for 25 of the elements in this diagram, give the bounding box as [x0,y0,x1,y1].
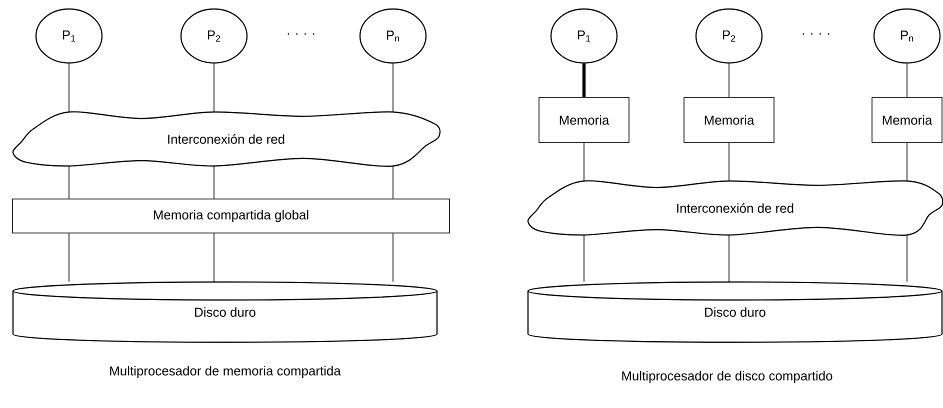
network-cloud: Interconexión de red [527,180,943,236]
connector-line [728,234,730,282]
disk-cylinder: Disco duro [12,281,438,343]
memory-box: Memoria [684,97,774,143]
connector-line [392,166,394,199]
disk-cylinder: Disco duro [527,281,943,343]
caption: Multiprocesador de disco compartido [622,370,832,384]
connector-line [582,64,586,98]
ellipsis-dots: . . . . [802,33,830,35]
ellipsis-dots: . . . . [288,33,314,35]
connector-line [728,63,730,98]
connector-line [392,63,394,112]
connector-line [68,63,70,112]
connector-line [906,142,908,182]
memory-box: Memoria compartida global [12,198,450,234]
connector-line [68,166,70,199]
connector-line [68,233,70,282]
connector-line [392,233,394,282]
connector-line [728,142,730,182]
connector-line [906,63,908,98]
memory-box: Memoria [538,97,630,143]
caption: Multiprocesador de memoria compartida [110,366,341,378]
connector-line [906,234,908,282]
memory-box: Memoria [872,97,942,143]
network-cloud: Interconexión de red [12,111,441,167]
